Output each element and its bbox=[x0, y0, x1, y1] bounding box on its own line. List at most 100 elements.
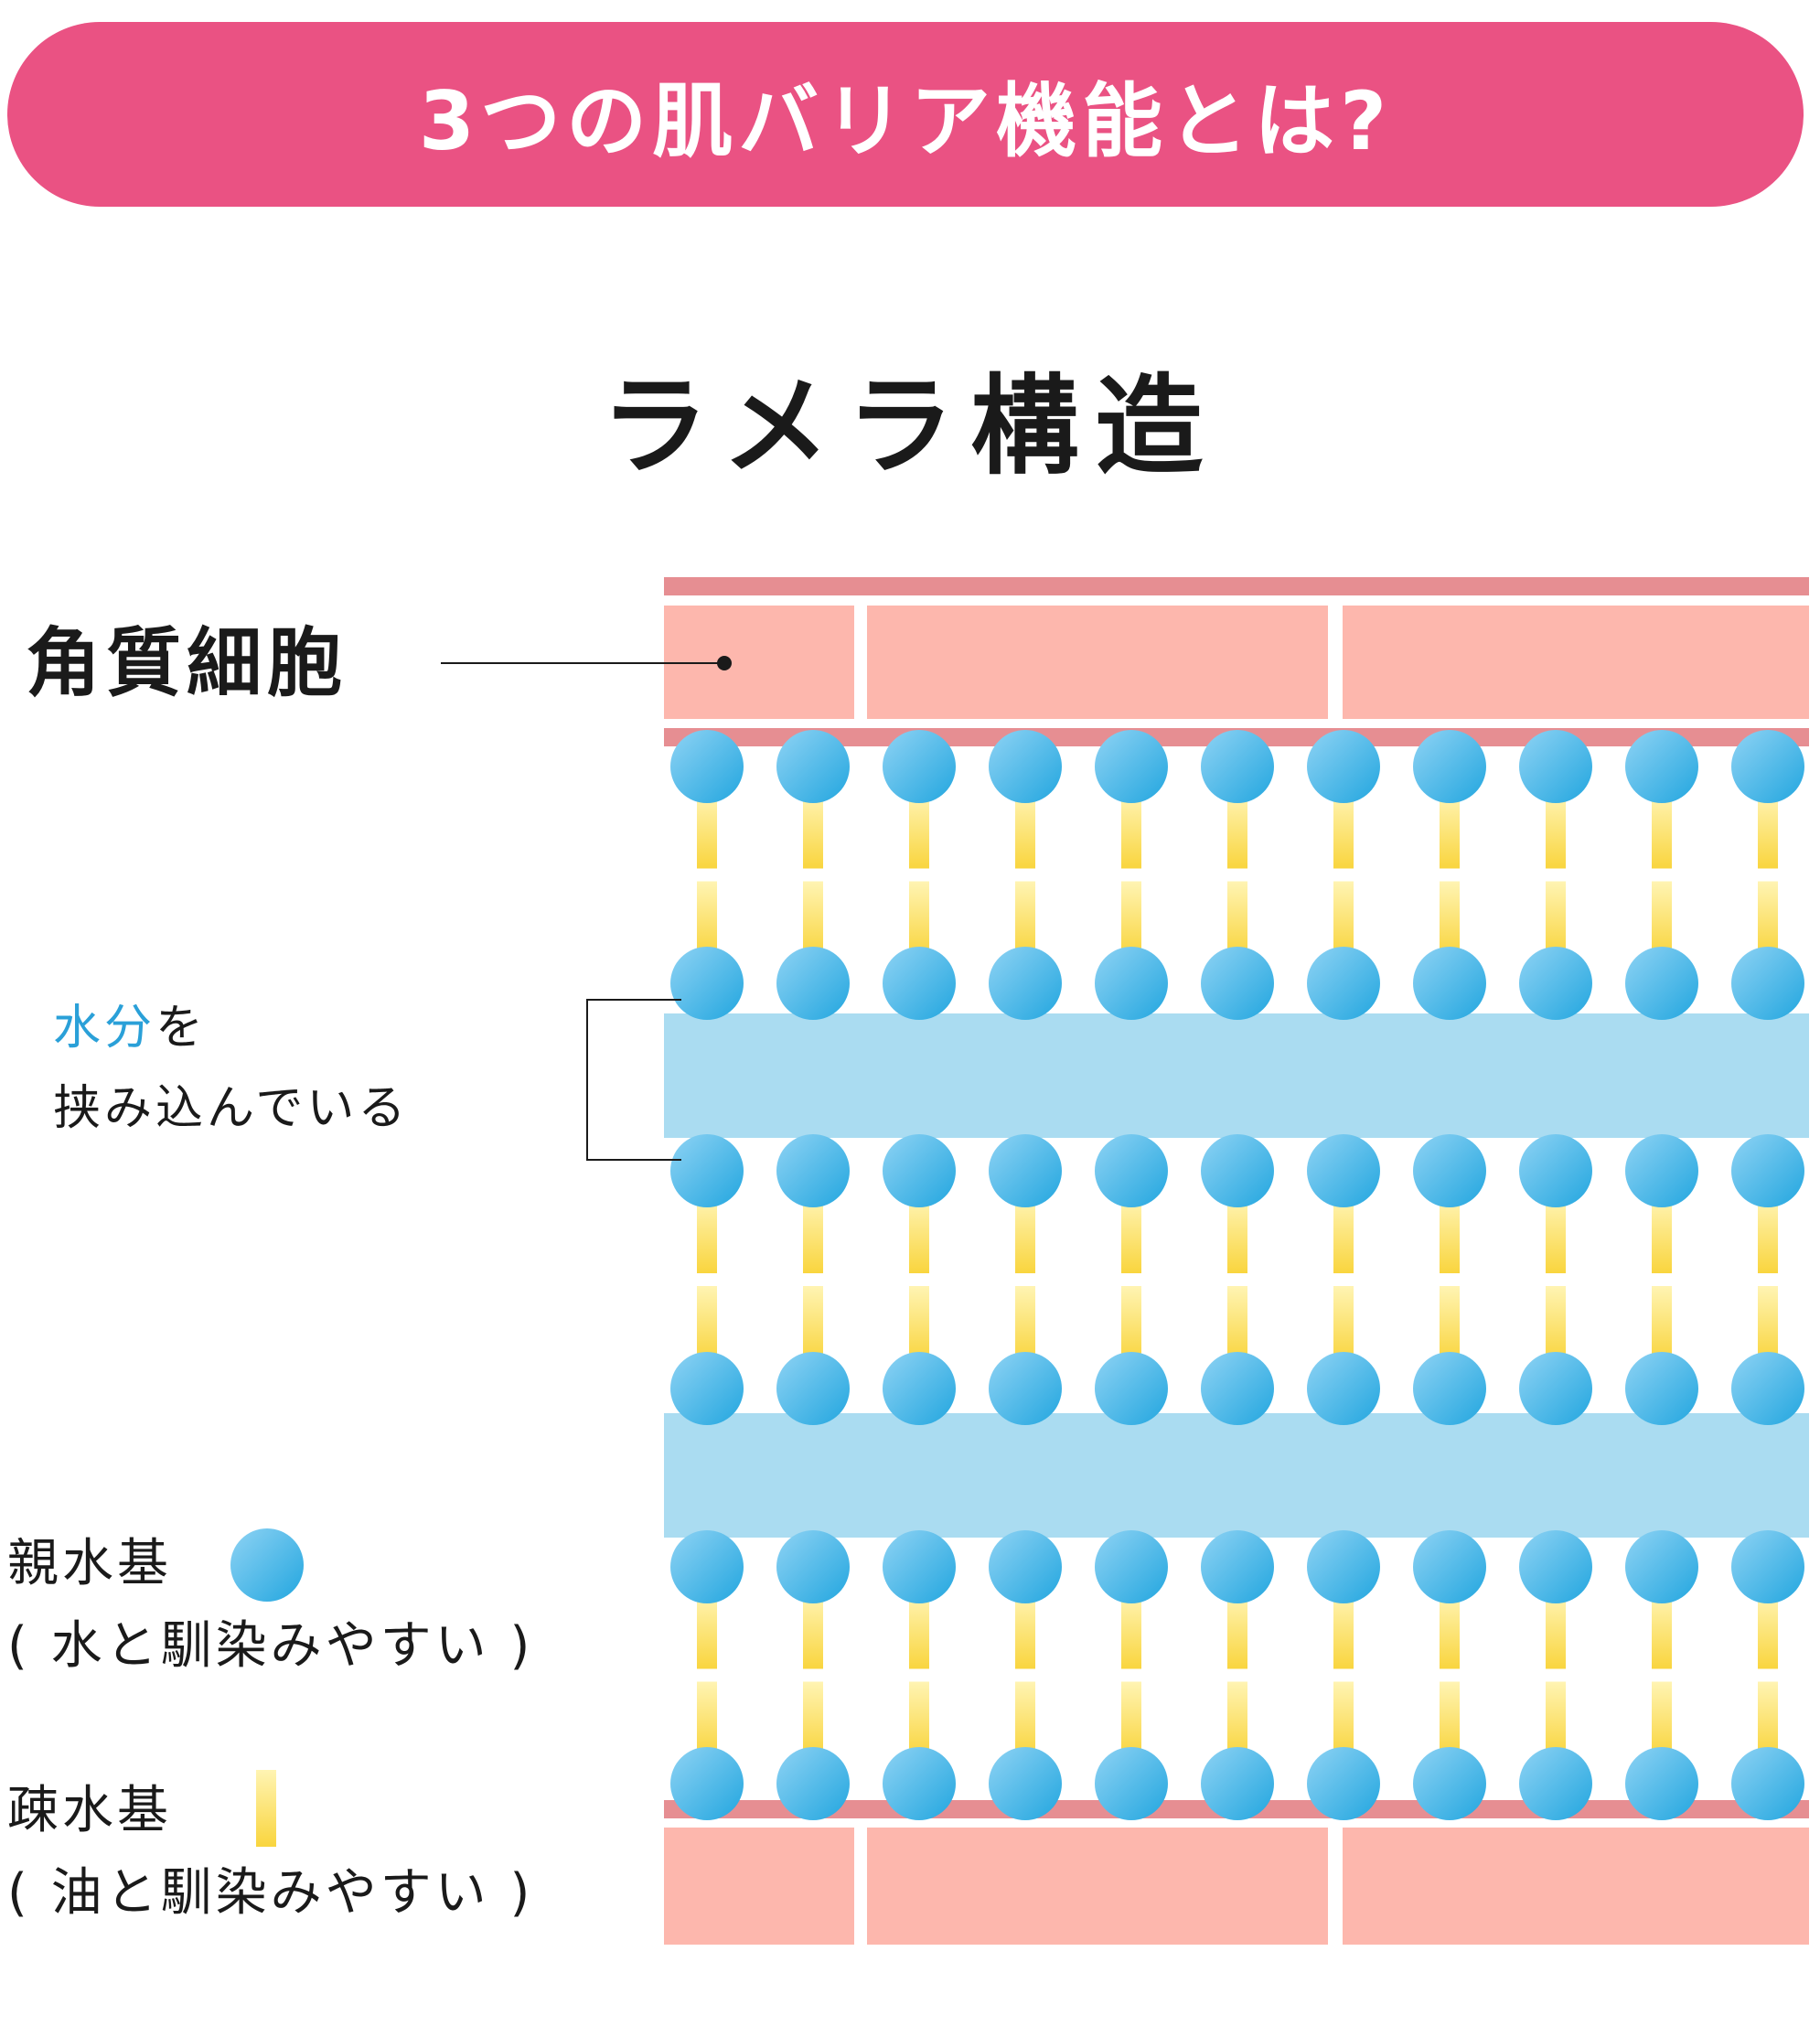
hydrophobic-tail bbox=[1333, 1594, 1354, 1669]
hydrophilic-head bbox=[1519, 947, 1592, 1020]
hydrophilic-head bbox=[670, 1134, 744, 1207]
hydrophilic-head bbox=[883, 1747, 956, 1820]
hydrophobic-tail bbox=[1227, 1198, 1247, 1273]
hydrophobic-tail bbox=[803, 881, 823, 956]
hydrophilic-head bbox=[1731, 947, 1804, 1020]
hydrophilic-head bbox=[1625, 1352, 1698, 1425]
hydrophilic-head bbox=[1413, 1352, 1486, 1425]
hydrophobic-tail bbox=[1652, 1198, 1672, 1273]
hydrophilic-head bbox=[989, 730, 1062, 803]
hydrophilic-head bbox=[1413, 1747, 1486, 1820]
hydrophilic-head bbox=[670, 730, 744, 803]
hydrophobic-tail bbox=[1440, 881, 1460, 956]
water-bracket-line bbox=[586, 999, 681, 1161]
hydrophilic-head bbox=[1625, 1530, 1698, 1603]
hydrophilic-head bbox=[776, 1530, 850, 1603]
hydrophilic-head bbox=[1201, 1747, 1274, 1820]
hydrophilic-head bbox=[1201, 947, 1274, 1020]
hydrophilic-head bbox=[776, 730, 850, 803]
hydrophobic-tail bbox=[1227, 1286, 1247, 1361]
hydrophilic-head bbox=[1731, 1530, 1804, 1603]
hydrophobic-tail bbox=[697, 1198, 717, 1273]
hydrophobic-tail bbox=[1546, 1198, 1566, 1273]
hydrophilic-head bbox=[1625, 1134, 1698, 1207]
hydrophilic-head bbox=[1307, 1134, 1380, 1207]
hydrophobic-tail bbox=[803, 794, 823, 869]
hydrophobic-tail bbox=[1333, 881, 1354, 956]
hydrophilic-legend-note: ( 水と馴染みやすい ) bbox=[7, 1616, 534, 1676]
hydrophobic-tail bbox=[1227, 1681, 1247, 1756]
hydrophobic-tail bbox=[1758, 794, 1778, 869]
hydrophilic-head bbox=[776, 1747, 850, 1820]
hydrophilic-head bbox=[1307, 947, 1380, 1020]
hydrophilic-head bbox=[1413, 947, 1486, 1020]
hydrophobic-tail bbox=[1121, 1198, 1141, 1273]
hydrophilic-head bbox=[1413, 1530, 1486, 1603]
hydrophilic-head bbox=[1307, 1747, 1380, 1820]
hydrophobic-tail bbox=[1015, 1198, 1035, 1273]
hydrophilic-head bbox=[989, 1134, 1062, 1207]
hydrophobic-tail bbox=[697, 1681, 717, 1756]
water-label-accent: 水分 bbox=[53, 1001, 156, 1056]
hydrophilic-head bbox=[670, 1747, 744, 1820]
hydrophobic-tail bbox=[1333, 794, 1354, 869]
hydrophilic-head bbox=[1095, 947, 1168, 1020]
water-label-rest: を bbox=[155, 1001, 208, 1056]
hydrophilic-head bbox=[670, 1352, 744, 1425]
hydrophobic-tail bbox=[1440, 1681, 1460, 1756]
hydrophilic-head bbox=[1519, 730, 1592, 803]
hydrophilic-head bbox=[1731, 730, 1804, 803]
hydrophobic-tail bbox=[1440, 1594, 1460, 1669]
hydrophobic-tail bbox=[1652, 881, 1672, 956]
hydrophobic-tail bbox=[1546, 881, 1566, 956]
hydrophilic-head bbox=[670, 947, 744, 1020]
hydrophilic-head bbox=[1307, 1352, 1380, 1425]
hydrophilic-head bbox=[1625, 730, 1698, 803]
hydrophobic-tail bbox=[1227, 794, 1247, 869]
hydrophobic-tail bbox=[909, 1594, 929, 1669]
hydrophobic-tail bbox=[1121, 794, 1141, 869]
hydrophilic-head bbox=[1519, 1134, 1592, 1207]
hydrophilic-head bbox=[1413, 1134, 1486, 1207]
hydrophobic-legend-title: 疎水基 bbox=[7, 1781, 172, 1840]
hydrophobic-tail bbox=[909, 1198, 929, 1273]
water-bands bbox=[664, 1013, 1809, 1538]
banner-title: 3つの肌バリア機能とは? bbox=[418, 73, 1393, 168]
hydrophobic-tail bbox=[1652, 1681, 1672, 1756]
hydrophilic-head bbox=[776, 1352, 850, 1425]
hydrophobic-tails bbox=[697, 794, 1778, 1756]
hydrophobic-tail bbox=[1652, 794, 1672, 869]
hydrophobic-tail bbox=[1333, 1681, 1354, 1756]
hydrophobic-tail bbox=[1121, 1594, 1141, 1669]
hydrophobic-tail bbox=[1121, 881, 1141, 956]
hydrophobic-tail bbox=[697, 881, 717, 956]
hydrophobic-tail bbox=[803, 1594, 823, 1669]
hydrophobic-tail bbox=[1758, 1681, 1778, 1756]
top-corneocyte-cell bbox=[867, 606, 1328, 719]
hydrophobic-tail bbox=[1652, 1286, 1672, 1361]
hydrophilic-head bbox=[1519, 1352, 1592, 1425]
hydrophobic-tail bbox=[909, 1681, 929, 1756]
hydrophobic-tail bbox=[1333, 1198, 1354, 1273]
hydrophobic-tail bbox=[1015, 1681, 1035, 1756]
hydrophobic-tail bbox=[1652, 1594, 1672, 1669]
title-banner: 3つの肌バリア機能とは? bbox=[7, 22, 1804, 207]
hydrophobic-tail bbox=[909, 1286, 929, 1361]
hydrophilic-head bbox=[1519, 1747, 1592, 1820]
hydrophilic-head bbox=[776, 1134, 850, 1207]
hydrophobic-legend-note: ( 油と馴染みやすい ) bbox=[7, 1863, 534, 1923]
hydrophilic-legend-title: 親水基 bbox=[7, 1534, 172, 1593]
hydrophilic-head bbox=[1625, 947, 1698, 1020]
hydrophilic-head bbox=[1731, 1134, 1804, 1207]
hydrophobic-tail bbox=[1546, 794, 1566, 869]
hydrophilic-head bbox=[989, 1747, 1062, 1820]
bottom-corneocyte-cell bbox=[1343, 1828, 1809, 1945]
hydrophobic-tail bbox=[1121, 1286, 1141, 1361]
hydrophobic-tail bbox=[1546, 1681, 1566, 1756]
hydrophilic-head bbox=[1307, 730, 1380, 803]
hydrophobic-tail bbox=[1015, 1286, 1035, 1361]
hydrophobic-tail bbox=[909, 794, 929, 869]
hydrophilic-legend: 親水基 ( 水と馴染みやすい ) bbox=[7, 1523, 533, 1688]
hydrophilic-head bbox=[1731, 1352, 1804, 1425]
